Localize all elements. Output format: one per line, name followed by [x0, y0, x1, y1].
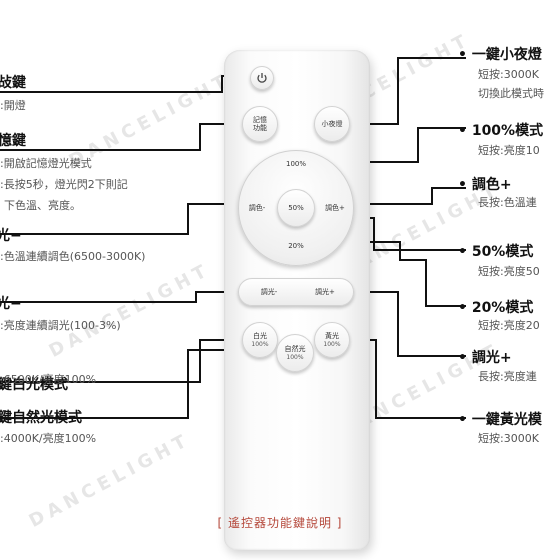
dial-20-label[interactable]: 20% [288, 242, 304, 250]
night-light-button[interactable]: 小夜燈 [314, 106, 350, 142]
right-title-20: • 20%模式 [458, 300, 534, 316]
line-tone-minus [0, 203, 254, 235]
dim-plus-label[interactable]: 調光+ [315, 288, 335, 296]
remote-control: 記憶 功能 小夜燈 100% 調色- 調色+ 20% 50% 調光- 調光+ 白… [224, 50, 370, 550]
dim-minus-label[interactable]: 調光- [260, 288, 278, 296]
left-desc-dim-minus: :亮度連續調光(100-3%) [0, 319, 121, 332]
right-desc-yellow: 短按:3000K [478, 432, 539, 445]
left-title-dim-minus: 光− [0, 296, 22, 312]
left-desc-natural: :4000K/亮度100% [0, 432, 97, 445]
memory-button[interactable]: 記憶 功能 [242, 106, 278, 142]
left-desc-white: :6500K/亮度100% [0, 373, 97, 386]
line-memory [0, 123, 258, 151]
right-title-50: • 50%模式 [458, 244, 534, 260]
left-desc-power: :開燈 [0, 99, 26, 112]
yellow-light-label: 黃光 [325, 332, 339, 341]
left-title-power: 敁鍵 [0, 75, 26, 91]
left-title-memory: 憶鍵 [0, 133, 26, 149]
power-icon [257, 73, 267, 83]
right-title-100: • 100%模式 [458, 123, 544, 139]
right-desc-100: 短按:亮度10 [478, 144, 540, 157]
right-desc-night-1: 短按:3000K [478, 68, 539, 81]
left-desc-tone-minus: :色溫連續調色(6500-3000K) [0, 250, 146, 263]
line-power [0, 75, 258, 93]
power-button[interactable] [250, 66, 274, 90]
dim-rocker[interactable]: 調光- 調光+ [238, 278, 354, 306]
left-desc-memory-3: 下色溫、亮度。 [4, 199, 81, 212]
line-tone-plus [346, 187, 466, 205]
left-title-natural: 鍵自然光模式 [0, 410, 82, 426]
yellow-light-button[interactable]: 黃光 100% [314, 322, 350, 358]
left-desc-memory-2: :長按5秒，燈光閃2下則記 [0, 178, 128, 191]
left-desc-memory-1: :開啟記憶燈光模式 [0, 157, 92, 170]
right-desc-20: 短按:亮度20 [478, 319, 540, 332]
right-desc-night-2: 切換此模式時 [478, 87, 544, 100]
right-desc-tone-plus: 長按:色溫連 [478, 196, 537, 209]
natural-light-label: 自然光 [284, 345, 306, 354]
yellow-light-sub: 100% [323, 340, 341, 348]
right-title-dim-plus: • 調光+ [458, 350, 512, 366]
white-light-sub: 100% [251, 340, 269, 348]
dial-100-label[interactable]: 100% [285, 160, 307, 168]
white-light-button[interactable]: 白光 100% [242, 322, 278, 358]
line-dim-minus [0, 291, 260, 303]
right-title-night: • 一鍵小夜燈 [458, 47, 542, 63]
line-20 [298, 241, 466, 307]
right-desc-dim-plus: 長按:亮度連 [478, 370, 537, 383]
color-dial[interactable]: 100% 調色- 調色+ 20% 50% [238, 150, 354, 266]
tone-minus-label[interactable]: 調色- [248, 204, 266, 212]
left-title-tone-minus: 光− [0, 228, 22, 244]
right-title-yellow: • 一鍵黃光模 [458, 412, 542, 428]
dial-50-button[interactable]: 50% [277, 189, 315, 227]
right-title-tone-plus: • 調色+ [458, 177, 512, 193]
caption: [ 遙控器功能鍵說明 ] [217, 516, 343, 530]
left-title-white: 鍵白光模式 [0, 377, 68, 393]
right-desc-50: 短按:亮度50 [478, 265, 540, 278]
natural-light-button[interactable]: 自然光 100% [276, 334, 314, 372]
natural-light-sub: 100% [286, 353, 304, 361]
white-light-label: 白光 [253, 332, 267, 341]
tone-plus-label[interactable]: 調色+ [325, 204, 345, 212]
